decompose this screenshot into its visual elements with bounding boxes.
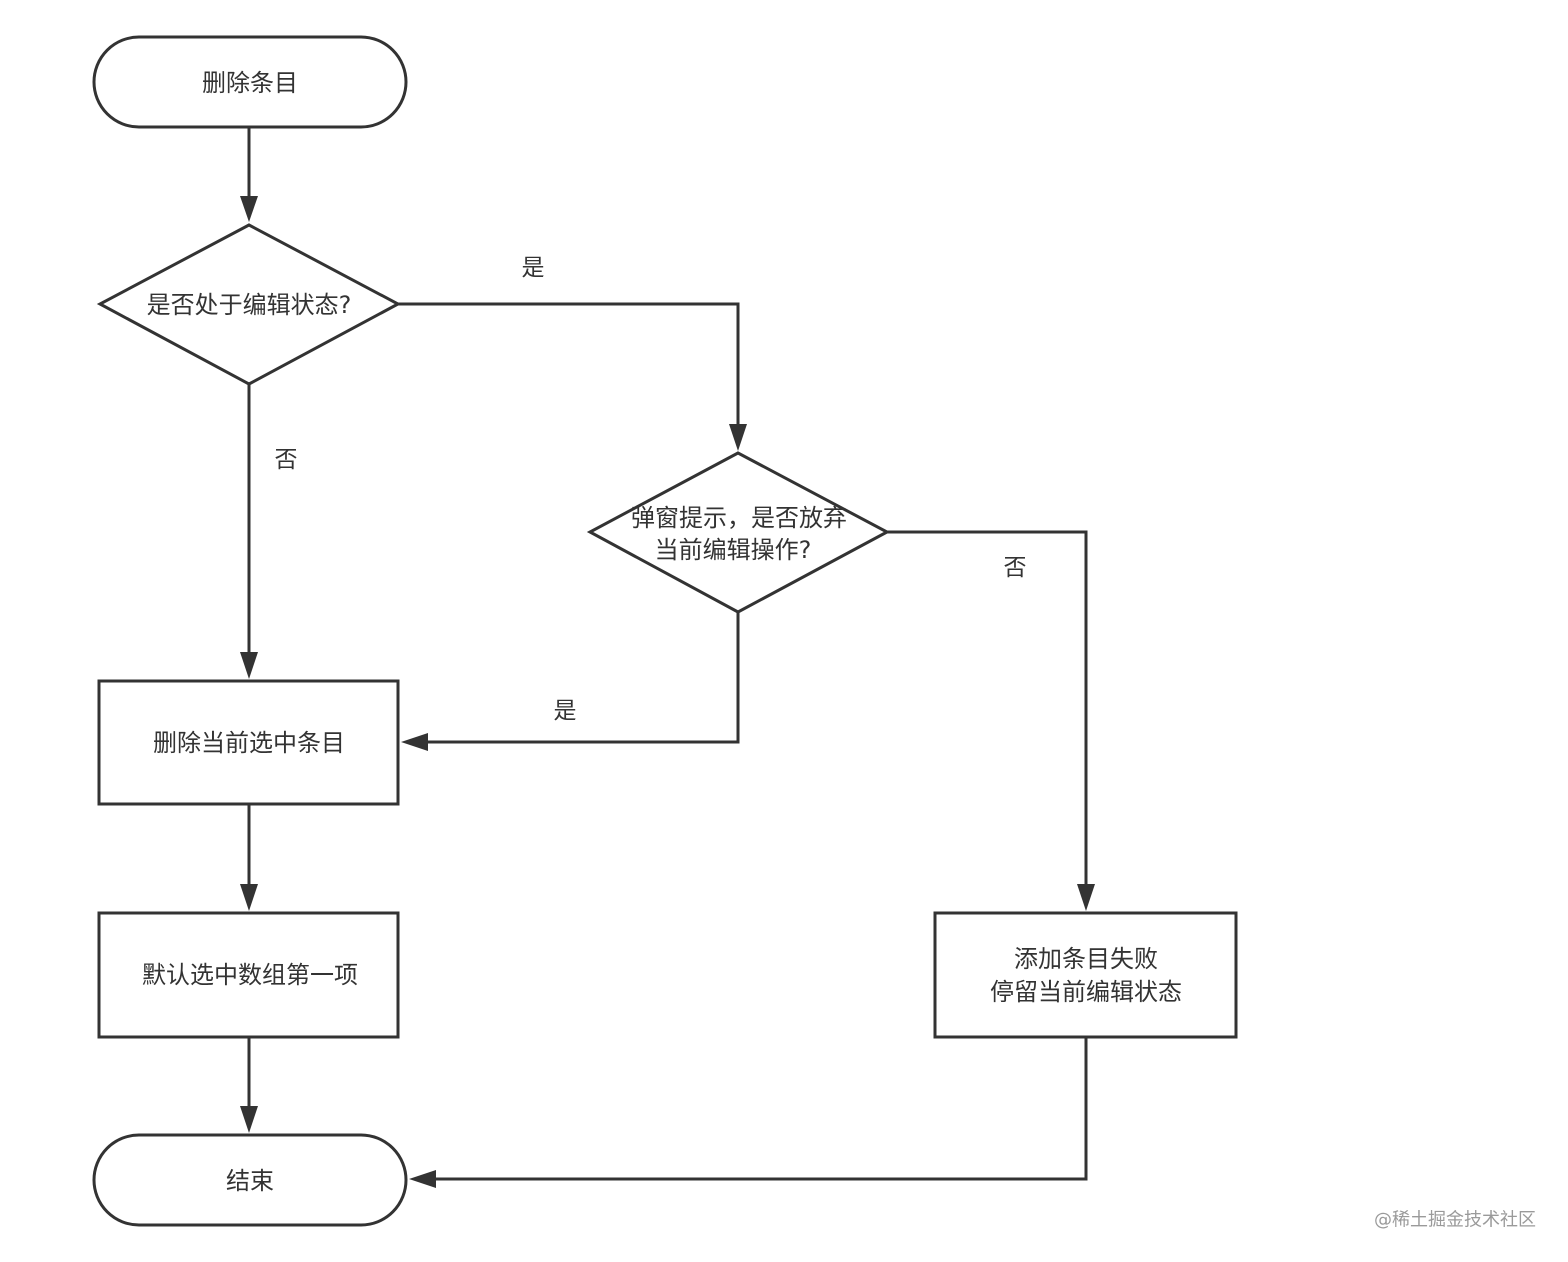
edge-label-popup-yes: 是	[554, 698, 577, 724]
arrowhead-editing-yes	[729, 424, 747, 451]
start-node: 删除条目	[92, 35, 408, 129]
add-failed-node: 添加条目失败 停留当前编辑状态	[933, 911, 1238, 1039]
end-node-label: 结束	[226, 1167, 274, 1195]
start-terminator-shape	[92, 35, 408, 129]
popup-decision-label-line-2: 当前编辑操作?	[655, 536, 812, 564]
edge-popup-no	[887, 530, 1088, 888]
watermark-text: @稀土掘金技术社区	[1374, 1210, 1536, 1231]
edge-labels: 是 否 是 否	[275, 255, 1027, 724]
arrowhead-editing-no	[240, 652, 258, 679]
edge-add-failed-to-end	[432, 1037, 1088, 1181]
arrowhead-delete-to-select-first	[240, 884, 258, 911]
edge-label-popup-no: 否	[1004, 555, 1027, 581]
delete-selected-label: 删除当前选中条目	[153, 729, 345, 757]
editing-decision-label: 是否处于编辑状态?	[147, 291, 352, 319]
start-node-label: 删除条目	[202, 69, 298, 97]
edge-popup-yes	[424, 612, 740, 744]
select-first-label: 默认选中数组第一项	[142, 961, 358, 989]
popup-decision-label-line-1: 弹窗提示，是否放弃	[631, 504, 847, 532]
arrowhead-start-to-editing-decision	[240, 196, 258, 222]
add-failed-process-box	[933, 911, 1238, 1039]
end-node: 结束	[92, 1133, 408, 1227]
edges	[240, 127, 1095, 1188]
end-terminator-shape	[92, 1133, 408, 1227]
arrowhead-add-failed-to-end	[409, 1170, 436, 1188]
add-failed-label-line-1: 添加条目失败	[1014, 945, 1158, 973]
edge-label-editing-yes: 是	[522, 255, 545, 281]
select-first-process-box	[97, 911, 400, 1039]
popup-decision-diamond	[586, 451, 891, 614]
arrowhead-popup-no	[1077, 884, 1095, 911]
edge-label-editing-no: 否	[275, 447, 298, 473]
select-first-node: 默认选中数组第一项	[97, 911, 400, 1039]
arrowhead-select-first-to-end	[240, 1106, 258, 1133]
add-failed-label-line-2: 停留当前编辑状态	[990, 978, 1182, 1006]
delete-selected-process-box	[97, 679, 400, 806]
popup-decision-node: 弹窗提示，是否放弃 当前编辑操作?	[586, 451, 891, 614]
editing-decision-diamond	[96, 223, 402, 386]
arrowhead-popup-yes	[401, 733, 428, 751]
editing-decision-node: 是否处于编辑状态?	[96, 223, 402, 386]
edge-editing-yes	[398, 302, 740, 428]
delete-selected-node: 删除当前选中条目	[97, 679, 400, 806]
